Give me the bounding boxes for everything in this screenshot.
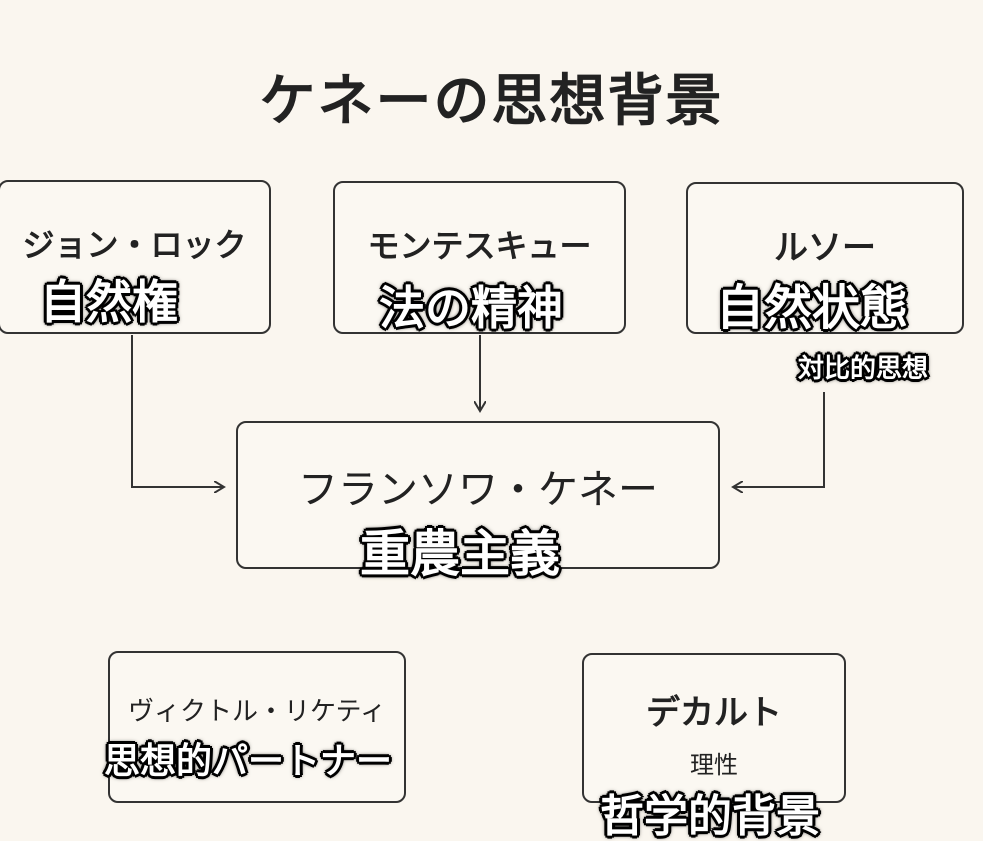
- node-francois-quesnay-name: フランソワ・ケネー: [298, 467, 658, 513]
- node-rousseau: ルソー: [686, 182, 964, 334]
- node-descartes-subtitle: 理性: [690, 751, 738, 779]
- node-victor-riqueti: ヴィクトル・リケティ: [108, 651, 406, 803]
- node-montesquieu: モンテスキュー: [333, 181, 626, 334]
- node-john-locke-concept: 自然権: [40, 275, 178, 329]
- node-descartes: デカルト 理性: [582, 653, 846, 803]
- node-francois-quesnay-concept: 重農主義: [360, 525, 560, 583]
- edge-locke-to-quesnay: [131, 335, 224, 487]
- node-montesquieu-concept: 法の精神: [379, 281, 563, 335]
- node-descartes-concept: 哲学的背景: [600, 791, 820, 841]
- node-descartes-name: デカルト: [646, 693, 782, 733]
- node-victor-riqueti-name: ヴィクトル・リケティ: [128, 697, 386, 727]
- node-rousseau-concept: 自然状態: [716, 280, 909, 336]
- diagram-title: ケネーの思想背景: [259, 69, 724, 134]
- node-montesquieu-name: モンテスキュー: [367, 227, 592, 265]
- node-rousseau-name: ルソー: [774, 228, 876, 268]
- node-francois-quesnay: フランソワ・ケネー: [236, 421, 720, 569]
- edge-label-contrast-thought: 対比的思想: [798, 354, 929, 384]
- node-john-locke-name: ジョン・ロック: [22, 226, 247, 264]
- edge-rousseau-to-quesnay: [733, 392, 825, 487]
- node-john-locke: ジョン・ロック: [0, 180, 271, 334]
- node-victor-riqueti-concept: 思想的パートナー: [104, 741, 393, 782]
